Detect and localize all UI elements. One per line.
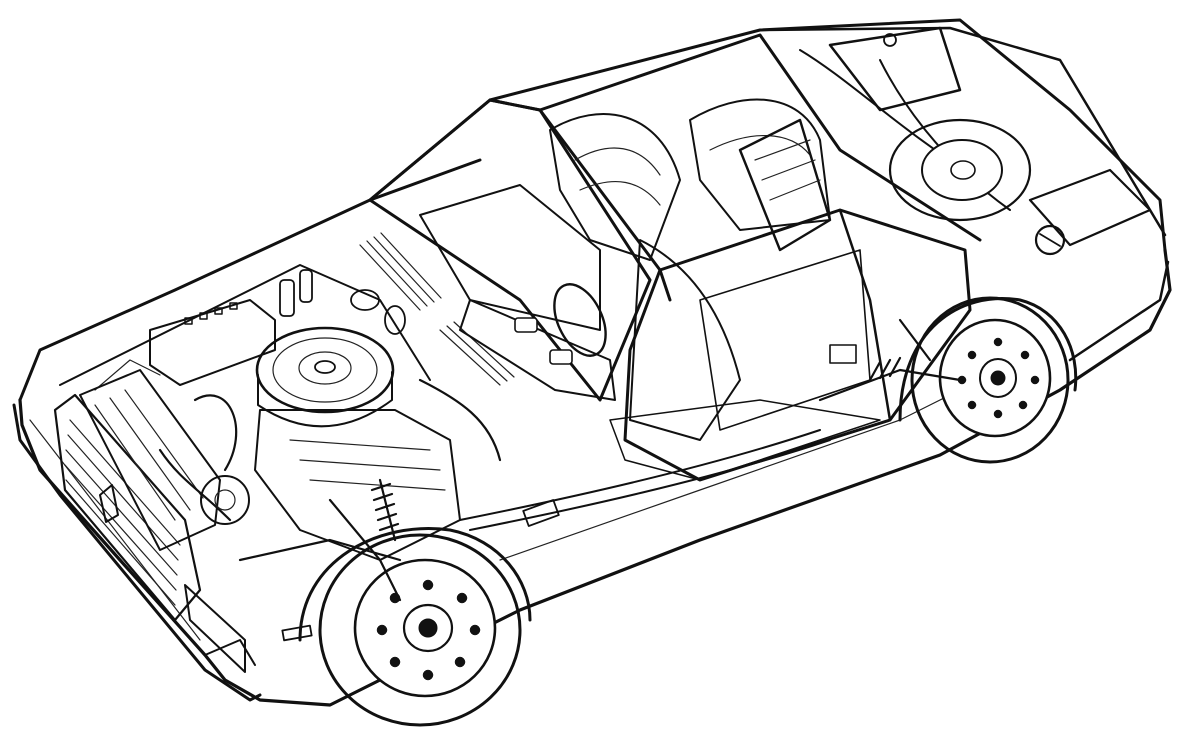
indicator-lamp	[281, 624, 313, 642]
air-filter	[255, 326, 395, 428]
front-grille	[53, 393, 313, 673]
battery	[149, 299, 276, 386]
windscreen-frame	[359, 33, 982, 482]
headlight	[184, 584, 246, 673]
roof-rail	[538, 33, 982, 242]
rear-axle	[818, 318, 962, 402]
ignition-components	[279, 269, 406, 335]
boot-lid	[828, 26, 962, 112]
rear-seat	[689, 98, 831, 231]
b-pillar	[838, 208, 892, 422]
front-tyre	[318, 533, 522, 727]
a-pillar	[538, 108, 672, 302]
alternator	[200, 475, 250, 525]
scuttle-vents	[359, 232, 515, 386]
engine-bay	[59, 264, 502, 561]
floor-pan	[609, 399, 881, 481]
rear-section	[738, 26, 1152, 256]
spare-wheel	[888, 118, 1032, 222]
front-seat-right	[629, 239, 741, 441]
exhaust-system	[459, 429, 831, 531]
window-switch	[829, 344, 857, 364]
fuel-filler-cap	[1034, 224, 1066, 256]
front-wheel-arch	[298, 527, 532, 642]
rear-rim-vents	[957, 337, 1040, 419]
rear-wheel-arch	[898, 297, 1078, 422]
radiator	[79, 369, 221, 551]
rear-tyre	[910, 296, 1070, 464]
rear-wheel	[818, 118, 1078, 464]
interior	[419, 98, 881, 527]
front-wheel	[238, 478, 532, 727]
front-seat-left	[549, 113, 681, 261]
tail-light	[1028, 168, 1152, 247]
dashboard	[419, 184, 601, 331]
front-suspension	[238, 478, 402, 602]
centre-console	[459, 299, 616, 401]
rear-suspension-strut	[738, 118, 832, 252]
grille-emblem	[99, 484, 119, 523]
engine-block	[254, 409, 461, 561]
